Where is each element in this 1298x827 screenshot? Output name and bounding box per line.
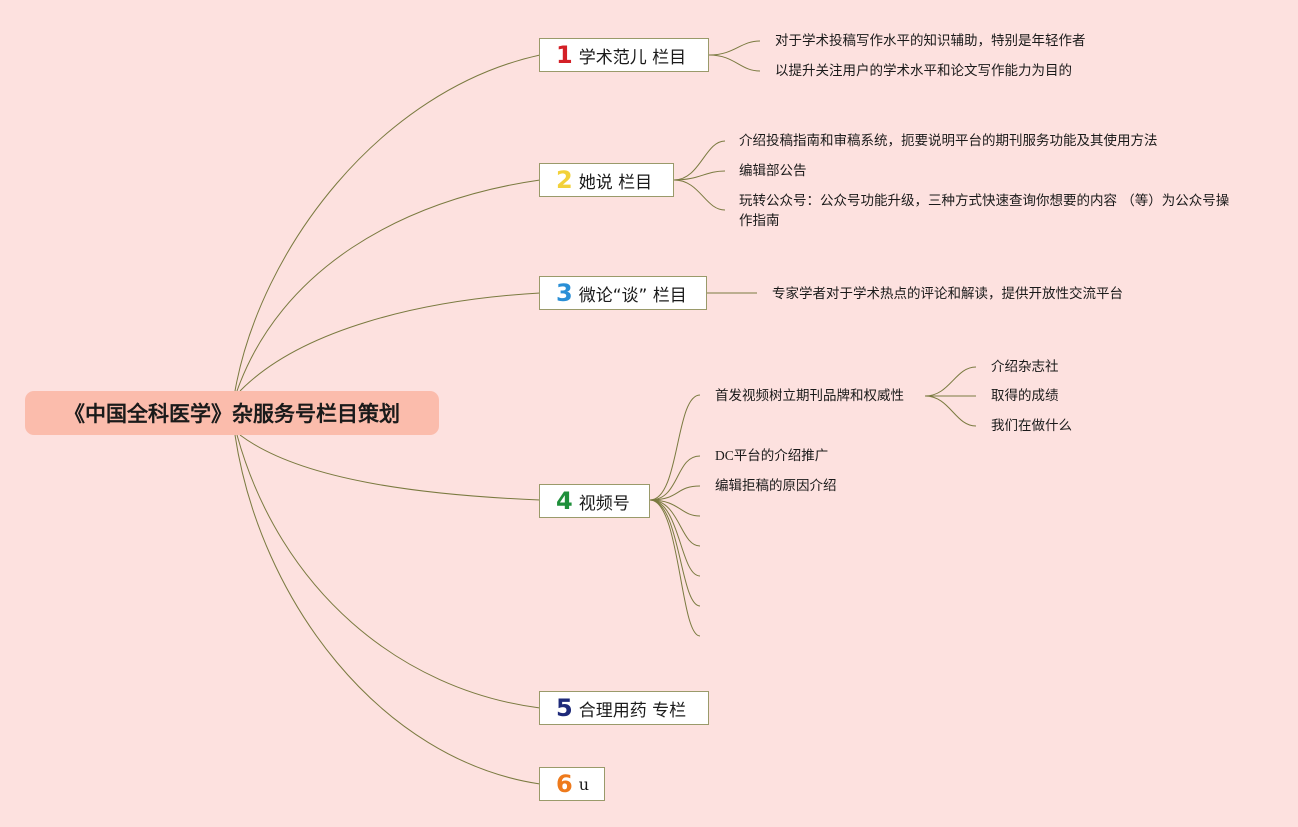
- connector-root-branch3: [239, 292, 541, 392]
- leaf-1-1[interactable]: 对于学术投稿写作水平的知识辅助，特别是年轻作者: [775, 33, 1086, 49]
- connector-root-branch6: [234, 434, 541, 785]
- number-badge-6: 6: [556, 770, 573, 798]
- number-badge-2: 2: [556, 166, 573, 194]
- number-badge-4: 4: [556, 487, 573, 515]
- leaf-4-1[interactable]: 首发视频树立期刊品牌和权威性: [715, 388, 904, 404]
- leaf-2-2[interactable]: 编辑部公告: [739, 163, 807, 179]
- branch-5-label: 合理用药 专栏: [578, 700, 687, 721]
- number-badge-1: 1: [556, 41, 573, 69]
- branch-1-label: 学术范儿 栏目: [578, 47, 687, 68]
- subleaf-4-1-2[interactable]: 取得的成绩: [991, 388, 1059, 404]
- number-badge-3: 3: [556, 279, 573, 307]
- connector-root-branch4: [239, 434, 541, 501]
- leaf-2-1[interactable]: 介绍投稿指南和审稿系统，扼要说明平台的期刊服务功能及其使用方法: [739, 133, 1158, 149]
- connector-root-branch5: [236, 434, 541, 709]
- root-topic[interactable]: 《中国全科医学》杂服务号栏目策划: [25, 391, 439, 435]
- branch-6-label: u: [578, 774, 590, 794]
- connector-root-branch2: [236, 179, 541, 392]
- subleaf-4-1-3[interactable]: 我们在做什么: [991, 418, 1072, 434]
- subleaf-4-1-1[interactable]: 介绍杂志社: [991, 359, 1059, 375]
- leaf-1-2[interactable]: 以提升关注用户的学术水平和论文写作能力为目的: [775, 63, 1072, 79]
- branch-4[interactable]: 4 视频号: [539, 484, 650, 518]
- branch-6[interactable]: 6 u: [539, 767, 605, 801]
- leaf-4-2[interactable]: DC平台的介绍推广: [715, 448, 829, 463]
- branch-5[interactable]: 5 合理用药 专栏: [539, 691, 709, 725]
- leaf-2-3[interactable]: 玩转公众号：公众号功能升级，三种方式快速查询你想要的内容 （等）为公众号操作指南: [739, 193, 1230, 229]
- branch-4-label: 视频号: [578, 493, 630, 514]
- number-badge-5: 5: [556, 694, 573, 722]
- branch-2[interactable]: 2 她说 栏目: [539, 163, 674, 197]
- branch-2-label: 她说 栏目: [578, 172, 653, 193]
- leaf-3-1[interactable]: 专家学者对于学术热点的评论和解读，提供开放性交流平台: [772, 286, 1123, 302]
- branch-3[interactable]: 3 微论“谈” 栏目: [539, 276, 707, 310]
- branch-1[interactable]: 1 学术范儿 栏目: [539, 38, 709, 72]
- branch-3-label: 微论“谈” 栏目: [578, 285, 687, 306]
- leaf-4-3[interactable]: 编辑拒稿的原因介绍: [715, 478, 837, 494]
- connector-root-branch1: [234, 54, 541, 392]
